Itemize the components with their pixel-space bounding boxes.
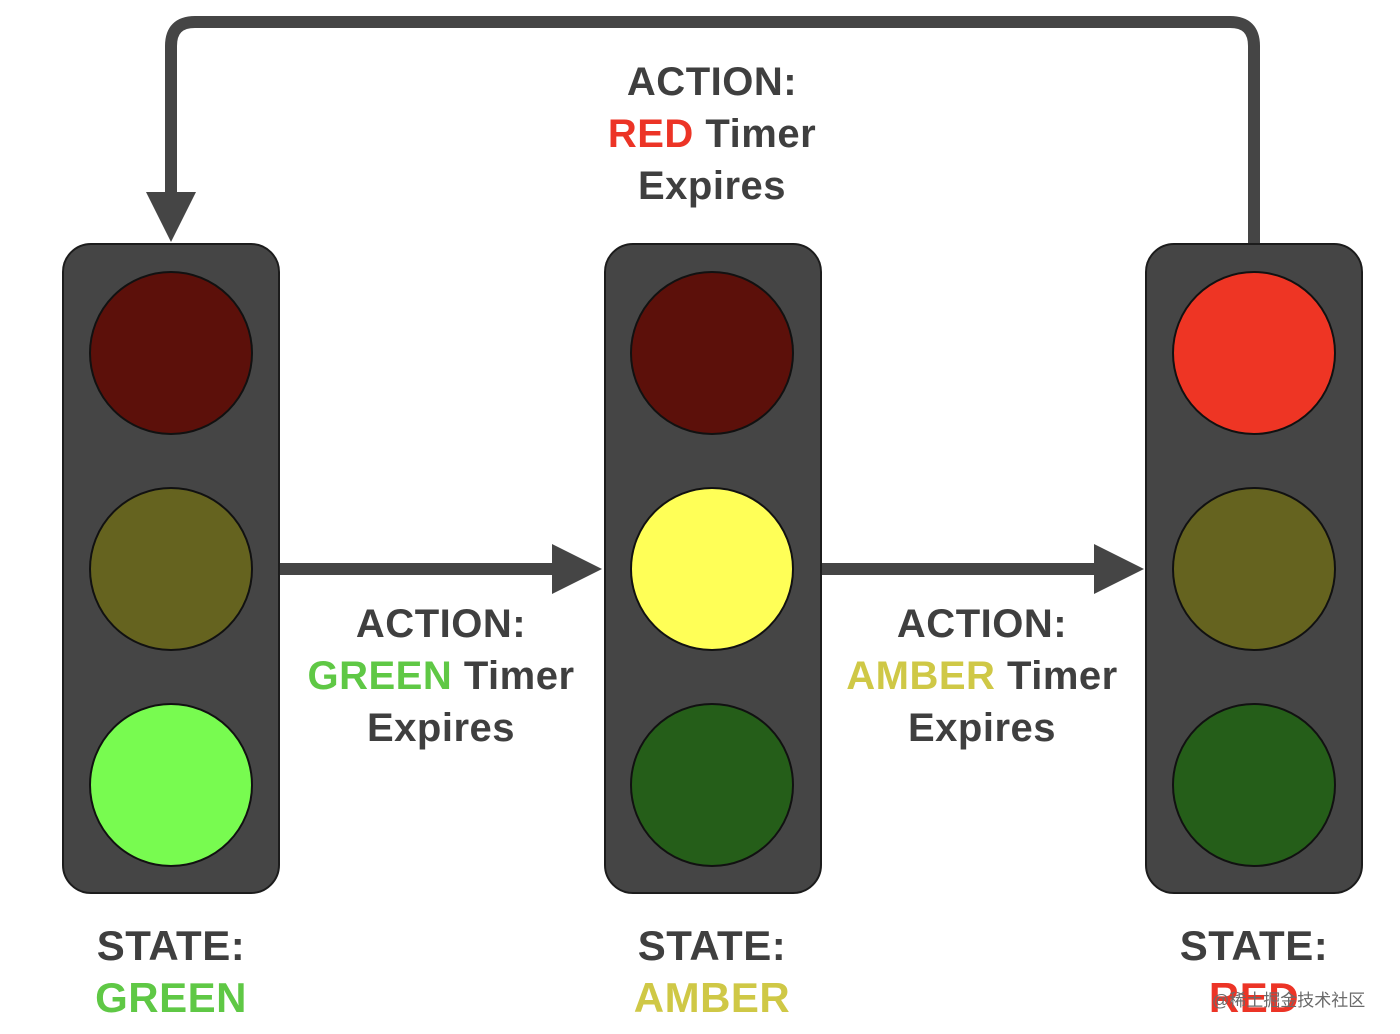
- action-heading: ACTION:: [355, 602, 527, 646]
- action-heading: ACTION:: [896, 602, 1068, 646]
- state-value-amber: AMBER: [633, 974, 791, 1021]
- colour-word-green: GREEN: [307, 654, 453, 698]
- amber-lamp: [630, 487, 794, 651]
- red-lamp: [89, 271, 253, 435]
- state-value-green: GREEN: [95, 974, 247, 1021]
- traffic-light-amber-state: [604, 243, 822, 894]
- action-heading: ACTION:: [626, 60, 798, 104]
- action-label-amber-timer: ACTION: AMBER Timer Expires: [782, 598, 1182, 754]
- action-trigger: RED Timer: [607, 112, 817, 156]
- traffic-light-red-state: [1145, 243, 1363, 894]
- state-heading: STATE:: [637, 922, 787, 969]
- action-label-green-timer: ACTION: GREEN Timer Expires: [241, 598, 641, 754]
- colour-word-amber: AMBER: [846, 654, 996, 698]
- amber-lamp: [1172, 487, 1336, 651]
- state-heading: STATE:: [1179, 922, 1329, 969]
- action-trigger: GREEN Timer: [307, 654, 575, 698]
- amber-lamp: [89, 487, 253, 651]
- green-lamp: [630, 703, 794, 867]
- arrow-green-to-amber: [280, 544, 602, 594]
- state-label-green: STATE: GREEN: [31, 920, 311, 1024]
- green-lamp: [89, 703, 253, 867]
- action-tail: Expires: [366, 706, 516, 750]
- arrow-amber-to-red: [821, 544, 1144, 594]
- traffic-light-green-state: [62, 243, 280, 894]
- state-value-red: RED: [1208, 974, 1300, 1021]
- state-label-amber: STATE: AMBER: [572, 920, 852, 1024]
- state-heading: STATE:: [96, 922, 246, 969]
- red-lamp: [630, 271, 794, 435]
- action-tail: Expires: [637, 164, 787, 208]
- arrow-red-to-green: [146, 16, 1260, 244]
- green-lamp: [1172, 703, 1336, 867]
- action-label-red-timer: ACTION: RED Timer Expires: [512, 56, 912, 212]
- state-label-red: STATE: RED: [1114, 920, 1394, 1024]
- action-tail: Expires: [907, 706, 1057, 750]
- red-lamp: [1172, 271, 1336, 435]
- action-trigger: AMBER Timer: [846, 654, 1118, 698]
- colour-word-red: RED: [607, 112, 694, 156]
- watermark: @稀土掘金技术社区: [1212, 991, 1366, 1010]
